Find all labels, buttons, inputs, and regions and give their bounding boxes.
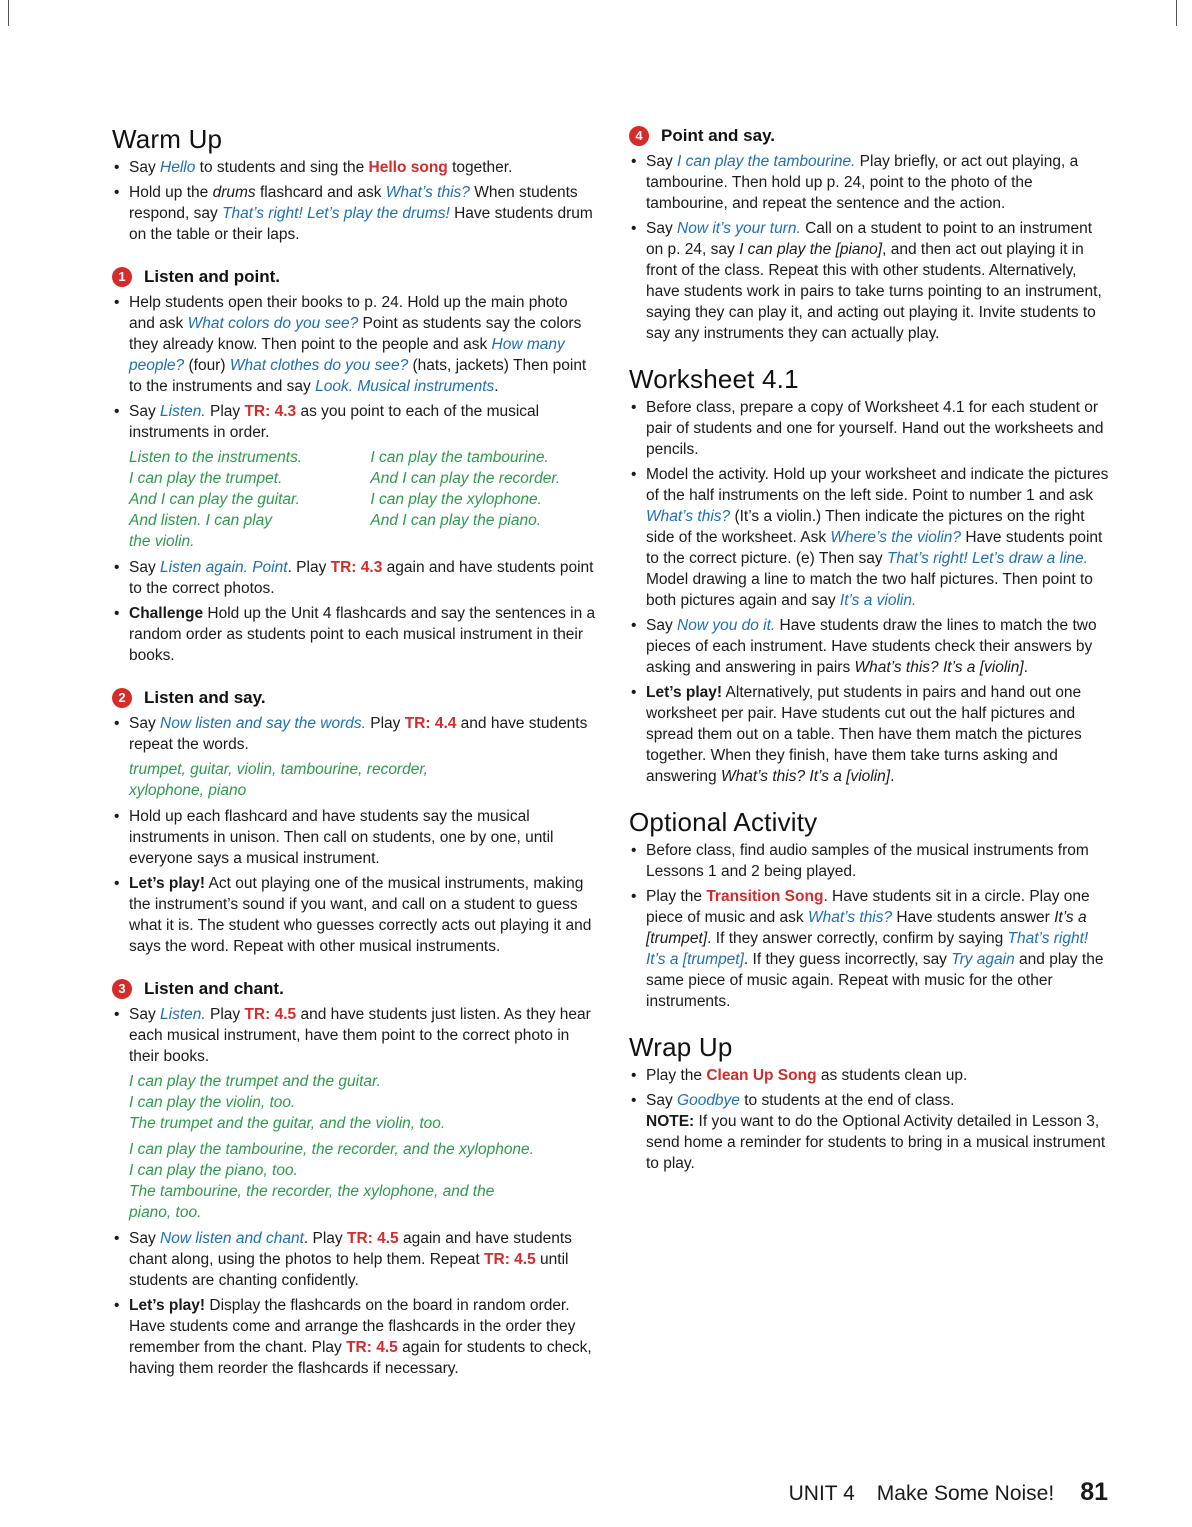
list-item: Say Now listen and chant. Play TR: 4.5 a…	[112, 1228, 597, 1291]
activity-number-badge: 4	[629, 126, 649, 146]
crop-mark-left	[8, 0, 9, 26]
list-item: Say Goodbye to students at the end of cl…	[629, 1090, 1109, 1174]
word-list: trumpet, guitar, violin, tambourine, rec…	[129, 761, 428, 799]
list-item: Say Now it’s your turn. Call on a studen…	[629, 218, 1109, 344]
left-column: Warm Up Say Hello to students and sing t…	[112, 124, 597, 1383]
list-item: Say Listen. Play TR: 4.3 as you point to…	[112, 401, 597, 443]
section-heading-wrap-up: Wrap Up	[629, 1032, 733, 1062]
chant-verse-1: I can play the trumpet and the guitar. I…	[129, 1073, 446, 1132]
list-item: Hold up each flashcard and have students…	[112, 806, 597, 869]
chant-verse-2: I can play the tambourine, the recorder,…	[129, 1141, 534, 1221]
activity-1-list: Help students open their books to p. 24.…	[112, 292, 597, 443]
activity-number-badge: 2	[112, 688, 132, 708]
list-item: Challenge Hold up the Unit 4 flashcards …	[112, 603, 597, 666]
list-item: Before class, find audio samples of the …	[629, 840, 1109, 882]
activity-number-badge: 1	[112, 267, 132, 287]
list-item: Let’s play! Alternatively, put students …	[629, 682, 1109, 787]
crop-mark-right	[1176, 0, 1177, 26]
section-heading-worksheet: Worksheet 4.1	[629, 364, 799, 394]
list-item: Play the Clean Up Song as students clean…	[629, 1065, 1109, 1086]
audio-script: Listen to the instruments. I can play th…	[129, 449, 561, 550]
footer-unit: UNIT 4	[788, 1482, 855, 1505]
list-item: Hold up the drums flashcard and ask What…	[112, 182, 597, 245]
list-item: Let’s play! Act out playing one of the m…	[112, 873, 597, 957]
list-item: Let’s play! Display the flashcards on th…	[112, 1295, 597, 1379]
list-item: Play the Transition Song. Have students …	[629, 886, 1109, 1012]
list-item: Say Listen. Play TR: 4.5 and have studen…	[112, 1004, 597, 1067]
list-item: Help students open their books to p. 24.…	[112, 292, 597, 397]
section-heading-optional-activity: Optional Activity	[629, 807, 818, 837]
footer-title: Make Some Noise!	[876, 1482, 1055, 1505]
list-item: Say Now you do it. Have students draw th…	[629, 615, 1109, 678]
list-item: Say Now listen and say the words. Play T…	[112, 713, 597, 755]
list-item: Say Listen again. Point. Play TR: 4.3 ag…	[112, 557, 597, 599]
section-heading-warm-up: Warm Up	[112, 124, 223, 154]
list-item: Say I can play the tambourine. Play brie…	[629, 151, 1109, 214]
page-number: 81	[1080, 1478, 1108, 1506]
activity-number-badge: 3	[112, 979, 132, 999]
warm-up-list: Say Hello to students and sing the Hello…	[112, 157, 597, 245]
page-footer: UNIT 4 Make Some Noise! 81	[789, 1478, 1108, 1507]
list-item: Say Hello to students and sing the Hello…	[112, 157, 597, 178]
list-item: Model the activity. Hold up your workshe…	[629, 464, 1109, 611]
list-item: Before class, prepare a copy of Workshee…	[629, 397, 1109, 460]
